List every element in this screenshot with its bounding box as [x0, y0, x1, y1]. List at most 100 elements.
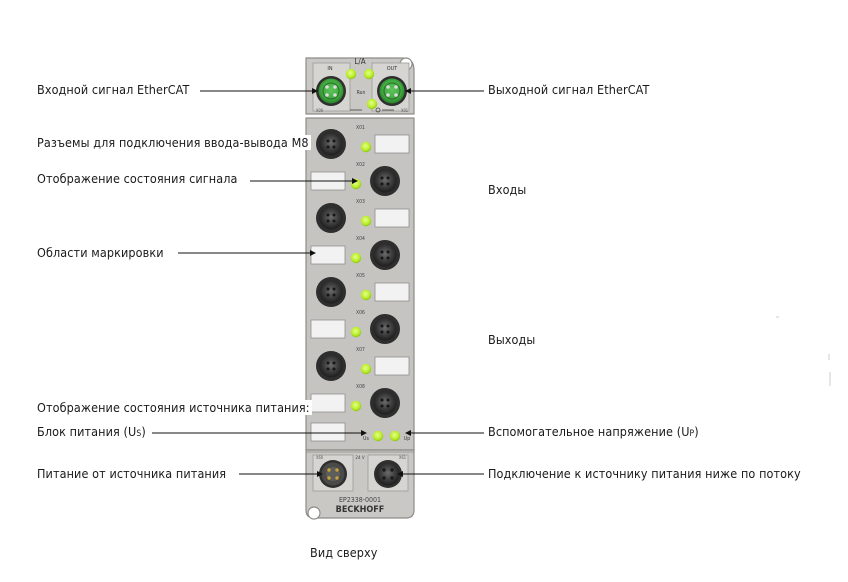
io-channel: X08	[310, 384, 400, 418]
m8-pin-icon	[326, 367, 330, 371]
m8-pin-icon	[326, 361, 330, 365]
m8-pin-icon	[386, 256, 390, 260]
marker-area	[310, 393, 346, 413]
m8-socket-icon	[319, 206, 343, 230]
power-section: 24 V X60 X61 EP2338-0001 BECKHOFF	[305, 449, 415, 520]
m8-socket-icon	[373, 169, 397, 193]
channel-label: X03	[356, 199, 365, 205]
signal-status-label: Отображение состояния сигнала	[37, 171, 238, 186]
inputs-label: Входы	[488, 182, 527, 197]
signal-led-icon	[360, 215, 372, 227]
m8-pin-icon	[386, 182, 390, 186]
m8-pin-icon	[326, 145, 330, 149]
marking-areas-label: Области маркировки	[37, 245, 164, 260]
la-in-led-icon	[345, 68, 357, 80]
channel-label: X04	[356, 236, 365, 242]
channel-label: X01	[356, 125, 365, 131]
marker-area	[374, 356, 410, 376]
us-led-label: Us	[363, 436, 369, 442]
io-channel: X06	[310, 310, 400, 344]
faint-marks	[776, 316, 831, 386]
m8-pin-icon	[332, 145, 336, 149]
power-out-connector-icon	[374, 460, 402, 488]
io-channel: X04	[310, 236, 400, 270]
v24-label: 24 V	[355, 455, 364, 461]
ethercat-out-label: Выходной сигнал EtherCAT	[488, 82, 650, 97]
leader-lines	[152, 90, 484, 475]
top-view-caption: Вид сверху	[310, 545, 378, 560]
ethercat-out-connector-icon	[377, 76, 407, 106]
power-unit-text: Блок питания (U	[37, 424, 137, 439]
marker-area	[310, 422, 346, 442]
power-unit-sub: S	[136, 429, 142, 439]
run-led-icon	[366, 98, 378, 110]
signal-led-icon	[350, 400, 362, 412]
la-out-led-icon	[363, 68, 375, 80]
m8-pin-icon	[332, 361, 336, 365]
m8-pin-icon	[386, 398, 390, 402]
m8-pin-icon	[380, 398, 384, 402]
us-led-icon	[372, 430, 384, 442]
model-label: EP2338-0001	[339, 496, 381, 504]
marker-area	[374, 282, 410, 302]
marker-area	[374, 208, 410, 228]
m8-pin-icon	[332, 367, 336, 371]
m8-socket-icon	[373, 243, 397, 267]
m8-pin-icon	[380, 404, 384, 408]
m8-pin-icon	[380, 182, 384, 186]
m8-pin-icon	[380, 250, 384, 254]
m8-pin-icon	[332, 287, 336, 291]
m8-pin-icon	[326, 293, 330, 297]
x-in-label: X00	[316, 108, 324, 113]
channel-label: X06	[356, 310, 365, 316]
m8-connectors-label: Разъемы для подключения ввода-вывода М8	[37, 135, 311, 150]
x-pwr-in-label: X60	[316, 455, 324, 460]
brand-logo: BECKHOFF	[336, 505, 385, 515]
aux-voltage-paren: )	[694, 424, 699, 439]
m8-socket-icon	[373, 317, 397, 341]
marker-area	[374, 134, 410, 154]
ethercat-in-label: Входной сигнал EtherCAT	[37, 82, 190, 97]
marker-area	[310, 245, 346, 265]
signal-led-icon	[360, 363, 372, 375]
signal-led-icon	[360, 141, 372, 153]
x-out-label: X01	[401, 108, 408, 113]
channel-label: X07	[356, 347, 365, 353]
m8-pin-icon	[386, 250, 390, 254]
m8-pin-icon	[332, 213, 336, 217]
marker-area	[310, 319, 346, 339]
io-channel: X01	[316, 125, 410, 159]
leader-arrows	[310, 88, 411, 477]
m8-pin-icon	[386, 324, 390, 328]
m8-pin-icon	[386, 404, 390, 408]
power-status: Us Up	[310, 422, 410, 442]
m8-pin-icon	[380, 324, 384, 328]
m8-pin-icon	[326, 287, 330, 291]
io-channel: X05	[316, 273, 410, 307]
run-label: Run	[357, 90, 366, 96]
aux-voltage-label: Вспомогательное напряжение (UP)	[488, 424, 699, 442]
x-pwr-out-label: X61	[399, 455, 406, 460]
outputs-label: Выходы	[488, 332, 536, 347]
out-label: OUT	[387, 66, 399, 72]
power-supply-label: Питание от источника питания	[37, 466, 227, 481]
m8-pin-icon	[380, 256, 384, 260]
m8-pin-icon	[332, 219, 336, 223]
io-channel: X07	[316, 347, 410, 381]
aux-voltage-text: Вспомогательное напряжение (U	[488, 424, 690, 439]
in-label: IN	[327, 66, 332, 72]
m8-socket-icon	[373, 391, 397, 415]
up-led-label: Up	[404, 436, 410, 442]
signal-led-icon	[350, 252, 362, 264]
channel-label: X08	[356, 384, 365, 390]
m8-pin-icon	[326, 139, 330, 143]
m8-socket-icon	[319, 132, 343, 156]
ethercat-in-connector-icon	[316, 76, 346, 106]
m8-pin-icon	[380, 330, 384, 334]
mount-hole-bottom-icon	[307, 506, 321, 520]
channel-label: X05	[356, 273, 365, 279]
power-unit-paren: )	[141, 424, 146, 439]
m8-socket-icon	[319, 280, 343, 304]
